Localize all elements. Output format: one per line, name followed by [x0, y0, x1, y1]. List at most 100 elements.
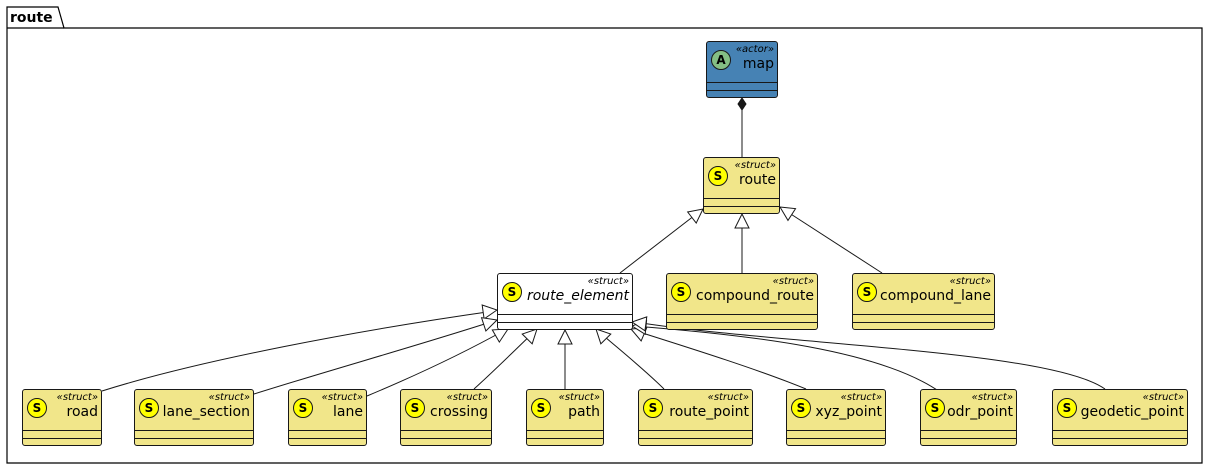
inheritance-arrow-icon [480, 317, 499, 332]
relation-line-crossing-to-route-element [473, 330, 536, 390]
class-lane-section[interactable]: S «struct» lane_section [134, 389, 254, 446]
divider [707, 90, 777, 91]
class-odr-point[interactable]: S «struct» odr_point [920, 389, 1017, 446]
divider [1053, 430, 1187, 431]
divider [498, 314, 632, 315]
struct-badge-icon: S [293, 398, 313, 418]
relation-line-road-to-route-element [101, 310, 495, 392]
relation-line-xyz-point-to-route-element [632, 329, 807, 390]
class-name: route [739, 172, 776, 188]
struct-badge-icon: S [643, 398, 663, 418]
stereotype-label: «actor» [735, 44, 774, 55]
divider [135, 438, 253, 439]
class-name: path [568, 404, 600, 420]
class-name: road [66, 404, 98, 420]
stereotype-label: «struct» [321, 392, 363, 403]
stereotype-label: «struct» [446, 392, 488, 403]
class-geodetic-point[interactable]: S «struct» geodetic_point [1052, 389, 1188, 446]
divider [639, 430, 752, 431]
class-name: route_element [526, 288, 629, 304]
stereotype-label: «struct» [208, 392, 250, 403]
inheritance-arrow-icon [557, 328, 573, 345]
struct-badge-icon: S [708, 166, 728, 186]
class-name: crossing [430, 404, 488, 420]
composition-diamond-icon [737, 97, 747, 111]
divider [23, 438, 101, 439]
relation-line-odr-point-to-route-element [633, 325, 941, 393]
class-name: odr_point [947, 404, 1013, 420]
inheritance-arrow-icon [481, 304, 499, 320]
stereotype-label: «struct» [949, 276, 991, 287]
class-name: xyz_point [815, 404, 882, 420]
class-name: geodetic_point [1080, 404, 1184, 420]
stereotype-label: «struct» [840, 392, 882, 403]
struct-badge-icon: S [671, 282, 691, 302]
divider [853, 314, 994, 315]
class-crossing[interactable]: S «struct» crossing [400, 389, 492, 446]
struct-badge-icon: S [1057, 398, 1077, 418]
stereotype-label: «struct» [1142, 392, 1184, 403]
class-name: compound_lane [880, 288, 991, 304]
class-name: map [742, 56, 774, 72]
relation-line-compound-lane-to-route [782, 208, 883, 274]
stereotype-label: «struct» [587, 276, 629, 287]
inheritance-arrow-icon [734, 212, 750, 229]
divider [401, 430, 491, 431]
class-name: lane [333, 404, 363, 420]
class-name: compound_route [696, 288, 814, 304]
divider [527, 438, 603, 439]
divider [1053, 438, 1187, 439]
divider [498, 322, 632, 323]
relation-line-route-point-to-route-element [597, 330, 665, 390]
relation-line-lane-to-route-element [366, 329, 506, 397]
class-map[interactable]: A «actor» map [706, 41, 778, 98]
stereotype-label: «struct» [734, 160, 776, 171]
divider [921, 438, 1016, 439]
divider [704, 198, 779, 199]
divider [527, 430, 603, 431]
class-name: route_point [669, 404, 749, 420]
struct-badge-icon: S [857, 282, 877, 302]
stereotype-label: «struct» [56, 392, 98, 403]
class-route[interactable]: S «struct» route [703, 157, 780, 214]
divider [289, 438, 366, 439]
inheritance-arrow-icon [686, 208, 704, 225]
struct-badge-icon: S [27, 398, 47, 418]
package-frame [6, 6, 1203, 464]
divider [787, 438, 885, 439]
struct-badge-icon: S [791, 398, 811, 418]
class-name: lane_section [162, 404, 250, 420]
class-xyz-point[interactable]: S «struct» xyz_point [786, 389, 886, 446]
class-compound-lane[interactable]: S «struct» compound_lane [852, 273, 995, 330]
stereotype-label: «struct» [558, 392, 600, 403]
struct-badge-icon: S [531, 398, 551, 418]
package-label: route [10, 10, 53, 26]
inheritance-arrow-icon [779, 206, 797, 222]
divider [639, 438, 752, 439]
class-compound-route[interactable]: S «struct» compound_route [666, 273, 818, 330]
relation-line-route-element-to-route [619, 211, 700, 274]
class-road[interactable]: S «struct» road [22, 389, 102, 446]
divider [853, 322, 994, 323]
class-route-element[interactable]: S «struct» route_element [497, 273, 633, 330]
divider [787, 430, 885, 431]
relation-line-geodetic-point-to-route-element [634, 321, 1106, 390]
inheritance-arrow-icon [595, 328, 612, 345]
divider [667, 314, 817, 315]
class-path[interactable]: S «struct» path [526, 389, 604, 446]
struct-badge-icon: S [502, 282, 522, 302]
inheritance-arrow-icon [630, 316, 648, 332]
class-lane[interactable]: S «struct» lane [288, 389, 367, 446]
divider [704, 206, 779, 207]
divider [135, 430, 253, 431]
struct-badge-icon: S [925, 398, 945, 418]
divider [401, 438, 491, 439]
divider [707, 82, 777, 83]
divider [667, 322, 817, 323]
divider [289, 430, 366, 431]
class-route-point[interactable]: S «struct» route_point [638, 389, 753, 446]
stereotype-label: «struct» [707, 392, 749, 403]
inheritance-arrow-icon [521, 328, 538, 345]
divider [921, 430, 1016, 431]
